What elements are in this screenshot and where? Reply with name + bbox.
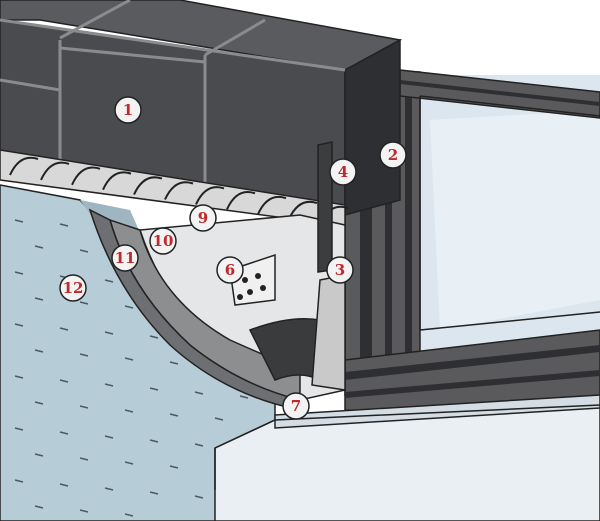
callout-label: 6	[225, 261, 235, 279]
sealing-strip	[317, 141, 333, 273]
callout-circle	[326, 256, 354, 284]
callout-label: 1	[123, 101, 133, 119]
callout-3: 3	[326, 256, 354, 284]
callout-circle	[59, 274, 87, 302]
callout-circle	[114, 96, 142, 124]
window-sill	[214, 394, 600, 521]
callout-6: 6	[216, 256, 244, 284]
callout-label: 3	[335, 261, 345, 279]
callout-label: 9	[198, 209, 208, 227]
callout-10: 10	[149, 227, 177, 255]
callout-circle	[282, 392, 310, 420]
callout-2: 2	[379, 141, 407, 169]
callout-9: 9	[189, 204, 217, 232]
callout-label: 10	[153, 232, 174, 250]
callout-4: 4	[329, 158, 357, 186]
callout-1: 1	[114, 96, 142, 124]
callout-circle	[216, 256, 244, 284]
slope-layers	[88, 208, 346, 411]
callout-circle	[329, 158, 357, 186]
callout-circle	[111, 244, 139, 272]
callout-label: 4	[338, 163, 348, 181]
callout-label: 11	[115, 249, 136, 267]
callout-circle	[379, 141, 407, 169]
callout-7: 7	[282, 392, 310, 420]
callout-11: 11	[111, 244, 139, 272]
callout-12: 12	[59, 274, 87, 302]
callout-circle	[189, 204, 217, 232]
callout-label: 12	[63, 279, 84, 297]
callout-label: 2	[388, 146, 398, 164]
callout-circle	[149, 227, 177, 255]
callout-label: 7	[291, 397, 301, 415]
